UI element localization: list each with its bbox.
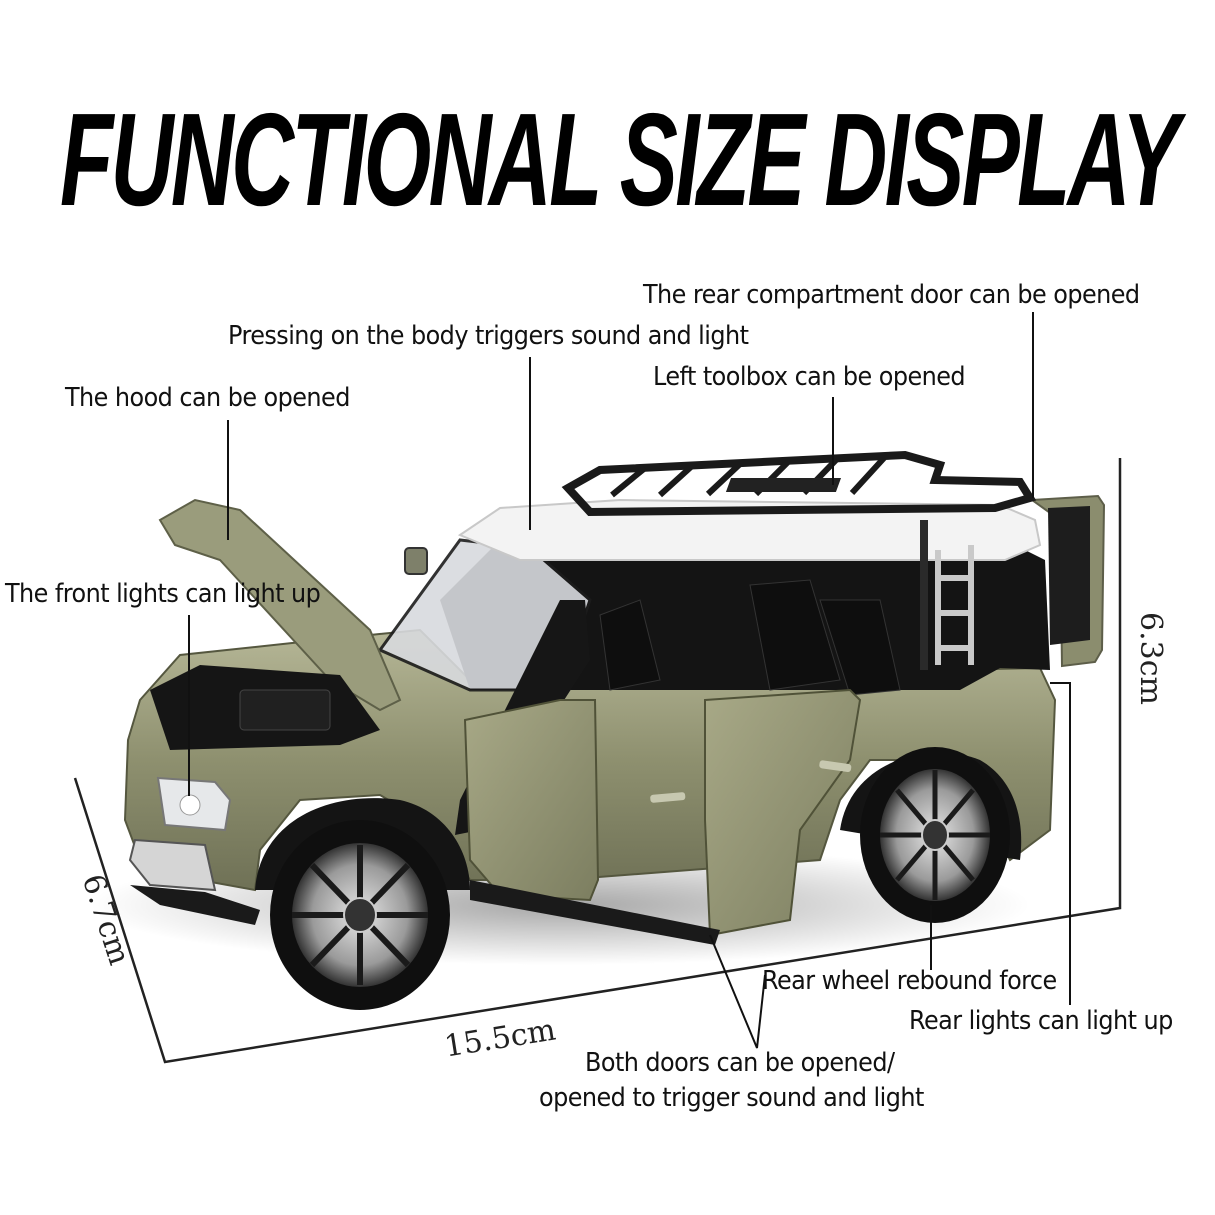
rear-wheel	[860, 747, 1010, 923]
callout-rear-wheel: Rear wheel rebound force	[762, 966, 1057, 996]
callout-toolbox: Left toolbox can be opened	[653, 362, 966, 392]
roof-rack	[561, 450, 1037, 517]
leader-lines	[188, 312, 1071, 1049]
callout-rear-lights: Rear lights can light up	[909, 1006, 1173, 1036]
callout-rear-door: The rear compartment door can be opened	[643, 280, 1140, 310]
rear-ladder	[920, 520, 974, 670]
callout-body-press: Pressing on the body triggers sound and …	[228, 321, 749, 351]
dimension-lines	[73, 458, 1122, 1064]
callout-front-lights: The front lights can light up	[5, 579, 321, 609]
callout-doors-line2: opened to trigger sound and light	[539, 1083, 924, 1113]
car-model	[123, 450, 1106, 1010]
front-wheel	[270, 820, 450, 1010]
dimension-height: 6.3cm	[1133, 612, 1168, 705]
callout-hood: The hood can be opened	[65, 383, 350, 413]
callout-doors-line1: Both doors can be opened/	[585, 1048, 895, 1078]
